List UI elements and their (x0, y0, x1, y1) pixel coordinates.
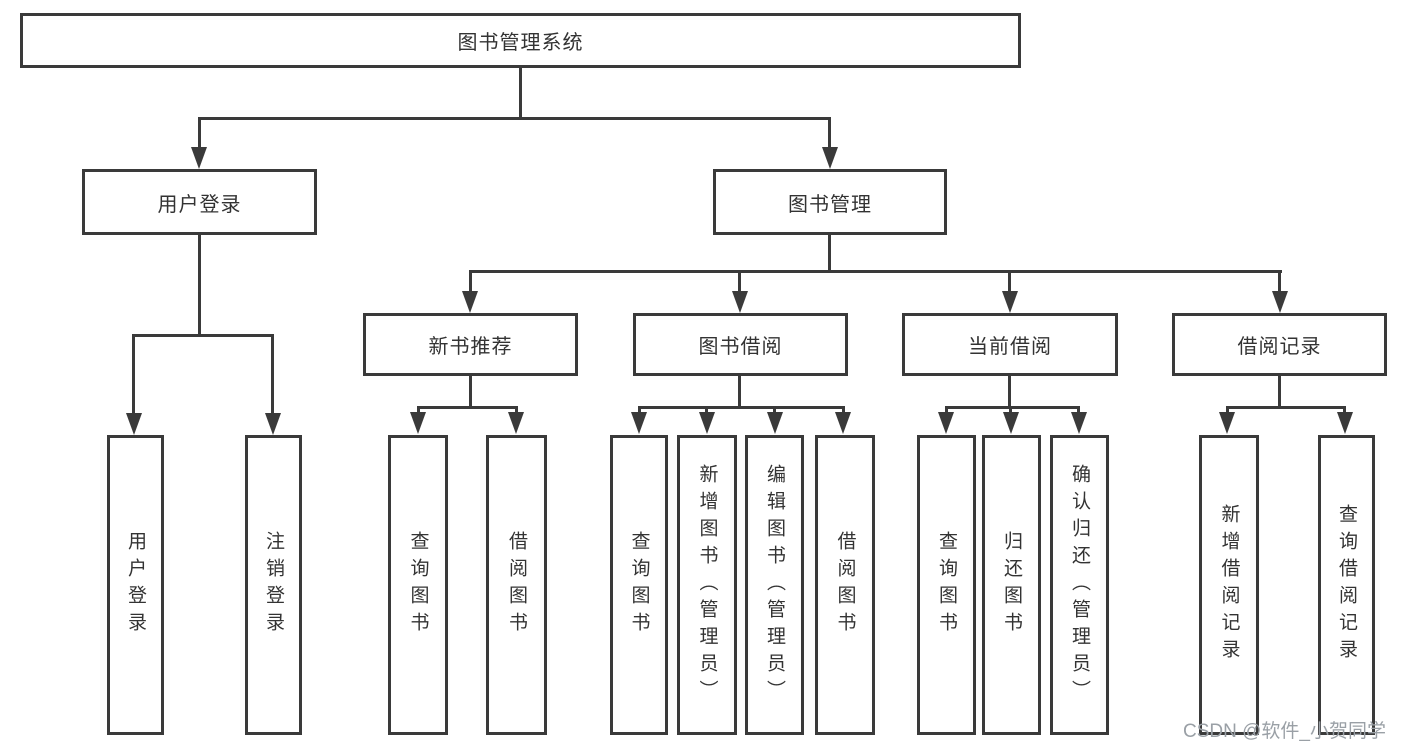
arrow-down-icon (191, 147, 207, 169)
node-label: 新增图书（管理员） (696, 463, 718, 707)
node-label: 注销登录 (263, 531, 284, 639)
connector-line (271, 334, 274, 414)
connector-line (417, 406, 518, 409)
connector-line (132, 334, 274, 337)
connector-line (198, 117, 831, 120)
connector-line (842, 406, 845, 415)
connector-line (738, 376, 741, 408)
arrow-down-icon (699, 412, 715, 434)
arrow-down-icon (508, 412, 524, 434)
connector-line (1226, 406, 1229, 415)
node-label: 图书管理系统 (457, 32, 584, 54)
node-user-login: 用户登录 (82, 169, 317, 235)
connector-line (198, 235, 201, 336)
leaf-add-books-admin: 新增图书（管理员） (677, 435, 737, 735)
connector-line (1278, 376, 1281, 408)
leaf-return-books: 归还图书 (982, 435, 1041, 735)
node-label: 借阅记录 (1237, 336, 1322, 358)
arrow-down-icon (767, 412, 783, 434)
arrow-down-icon (1272, 291, 1288, 313)
connector-line (638, 406, 641, 415)
arrow-down-icon (732, 291, 748, 313)
connector-line (773, 406, 776, 415)
node-label: 查询图书 (628, 531, 650, 639)
connector-line (1343, 406, 1346, 415)
connector-line (469, 376, 472, 408)
node-label: 查询图书 (407, 531, 429, 639)
node-label: 编辑图书（管理员） (764, 463, 785, 707)
watermark: CSDN @软件_小贺同学 (1183, 721, 1386, 742)
leaf-query-books-recommend: 查询图书 (388, 435, 448, 735)
connector-line (469, 270, 1282, 273)
connector-line (1009, 406, 1012, 415)
leaf-logout: 注销登录 (245, 435, 302, 735)
node-book-borrowing: 图书借阅 (633, 313, 848, 376)
connector-line (945, 406, 948, 415)
connector-line (1008, 270, 1011, 292)
node-label: 图书借阅 (698, 336, 783, 358)
node-book-management: 图书管理 (713, 169, 947, 235)
arrow-down-icon (410, 412, 426, 434)
connector-line (198, 117, 201, 150)
leaf-query-borrow-record: 查询借阅记录 (1318, 435, 1375, 735)
node-label: 借阅图书 (834, 531, 856, 639)
connector-line (469, 270, 472, 292)
connector-line (738, 270, 741, 292)
node-label: 用户登录 (125, 531, 146, 639)
arrow-down-icon (835, 412, 851, 434)
leaf-confirm-return-admin: 确认归还（管理员） (1050, 435, 1109, 735)
arrow-down-icon (822, 147, 838, 169)
leaf-borrow-books-borrowing: 借阅图书 (815, 435, 875, 735)
connector-line (1226, 406, 1346, 409)
connector-line (132, 334, 135, 414)
arrow-down-icon (265, 413, 281, 435)
arrow-down-icon (1219, 412, 1235, 434)
node-current-borrowing: 当前借阅 (902, 313, 1118, 376)
node-label: 确认归还（管理员） (1069, 463, 1090, 707)
node-label: 新书推荐 (428, 336, 513, 358)
connector-line (828, 235, 831, 272)
connector-line (705, 406, 708, 415)
node-label: 归还图书 (1001, 531, 1022, 639)
node-label: 查询借阅记录 (1336, 504, 1357, 666)
node-label: 借阅图书 (506, 531, 527, 639)
node-label: 新增借阅记录 (1218, 504, 1240, 666)
node-label: 图书管理 (788, 193, 872, 216)
connector-line (1077, 406, 1080, 415)
arrow-down-icon (1071, 412, 1087, 434)
connector-line (828, 117, 831, 150)
arrow-down-icon (126, 413, 142, 435)
connector-line (1278, 270, 1281, 292)
connector-line (1008, 376, 1011, 408)
connector-line (945, 406, 1080, 409)
arrow-down-icon (631, 412, 647, 434)
arrow-down-icon (1003, 412, 1019, 434)
node-borrowing-records: 借阅记录 (1172, 313, 1387, 376)
leaf-borrow-books-recommend: 借阅图书 (486, 435, 547, 735)
node-library-system: 图书管理系统 (20, 13, 1021, 68)
node-new-book-recommend: 新书推荐 (363, 313, 578, 376)
node-label: 用户登录 (157, 193, 242, 216)
arrow-down-icon (462, 291, 478, 313)
leaf-add-borrow-record: 新增借阅记录 (1199, 435, 1259, 735)
leaf-edit-books-admin: 编辑图书（管理员） (745, 435, 804, 735)
connector-line (515, 406, 518, 415)
connector-line (519, 68, 522, 119)
connector-line (417, 406, 420, 415)
node-label: 查询图书 (936, 531, 957, 639)
connector-line (638, 406, 845, 409)
node-label: 当前借阅 (968, 336, 1052, 358)
arrow-down-icon (1002, 291, 1018, 313)
leaf-query-books-borrowing: 查询图书 (610, 435, 668, 735)
arrow-down-icon (1337, 412, 1353, 434)
leaf-user-login: 用户登录 (107, 435, 164, 735)
arrow-down-icon (938, 412, 954, 434)
leaf-query-books-current: 查询图书 (917, 435, 976, 735)
